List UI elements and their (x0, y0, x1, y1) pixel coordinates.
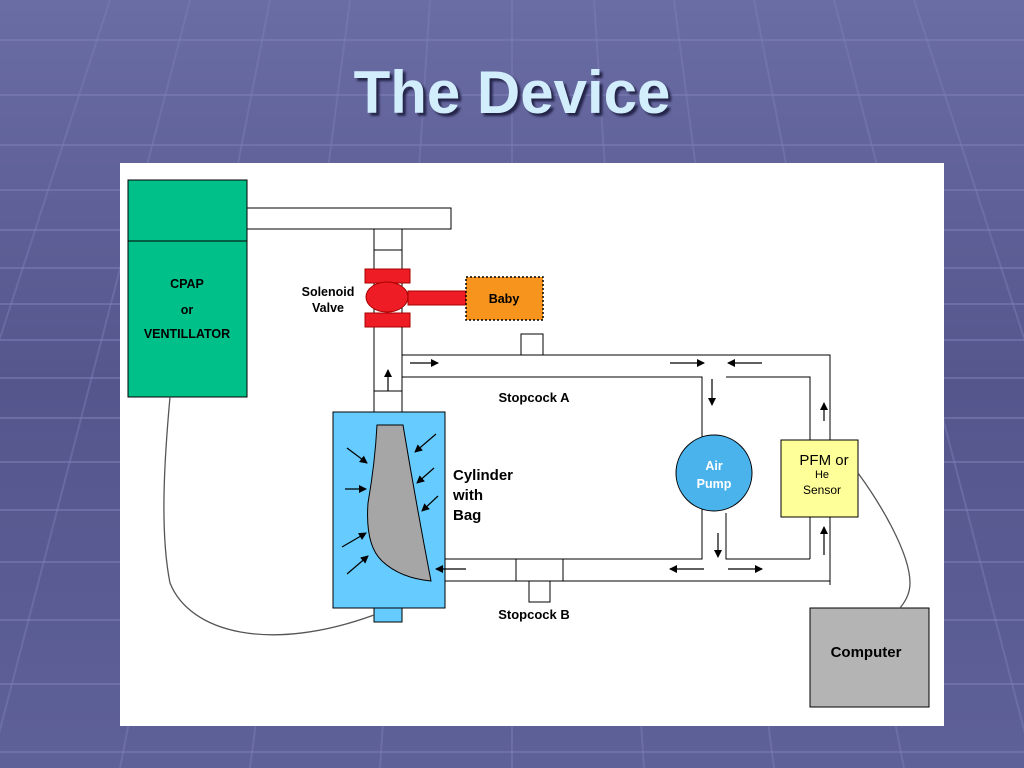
solenoid-valve-label-line2: Valve (312, 301, 344, 315)
air-pump-label-line1: Air (705, 459, 723, 473)
diagram-panel: CPAP or VENTILLATOR Solenoid Valve Baby … (120, 163, 944, 726)
cpap-label-line3: VENTILLATOR (144, 327, 230, 341)
pressure-arrow-5 (414, 433, 437, 453)
sensor-label-line1: PFM or (799, 452, 848, 469)
baby-box (465, 276, 544, 321)
lower-tube-inner (444, 513, 703, 560)
right-lower-tube (725, 513, 810, 560)
stopcock-b (515, 558, 564, 582)
sensor-label-line2: He (815, 469, 829, 481)
cpap-outlet-tube (246, 207, 452, 230)
pressure-arrow-4 (346, 555, 369, 575)
slide-title: The Device (353, 59, 671, 126)
device-diagram: CPAP or VENTILLATOR Solenoid Valve Baby … (127, 179, 930, 708)
sensor-cable (857, 472, 911, 609)
pressure-arrow-6 (416, 467, 435, 484)
cpap-label-line1: CPAP (170, 277, 204, 291)
solenoid-valve-stem (407, 290, 467, 306)
computer-box (809, 607, 930, 708)
cylinder-label-line3: Bag (453, 507, 481, 524)
cpap-cable (163, 396, 375, 636)
stopcock-a-label: Stopcock A (498, 390, 570, 405)
air-pump-label-line2: Pump (697, 477, 732, 491)
pressure-arrow-3 (341, 532, 367, 548)
air-pump (675, 434, 753, 512)
cylinder-outlet (373, 607, 403, 623)
pressure-arrow-7 (421, 495, 439, 512)
solenoid-valve-flange-top (364, 268, 411, 284)
stopcock-a (520, 333, 544, 356)
cylinder-label-line1: Cylinder (453, 467, 513, 484)
sensor-box (780, 439, 859, 518)
stopcock-b-label: Stopcock B (498, 607, 570, 622)
pressure-arrow-1 (346, 447, 368, 464)
bag (367, 424, 432, 582)
cpap-box (127, 179, 248, 398)
solenoid-valve-body (365, 281, 409, 313)
solenoid-valve-label-line1: Solenoid (302, 285, 355, 299)
computer-label: Computer (831, 644, 902, 661)
stopcock-b-port (528, 580, 551, 603)
solenoid-valve-flange-bottom (364, 312, 411, 328)
cpap-label-line2: or (181, 303, 194, 317)
cylinder-label-line2: with (452, 487, 483, 504)
baby-label: Baby (489, 292, 520, 306)
sensor-label-line3: Sensor (803, 483, 841, 497)
upper-tube-outer (401, 327, 831, 585)
